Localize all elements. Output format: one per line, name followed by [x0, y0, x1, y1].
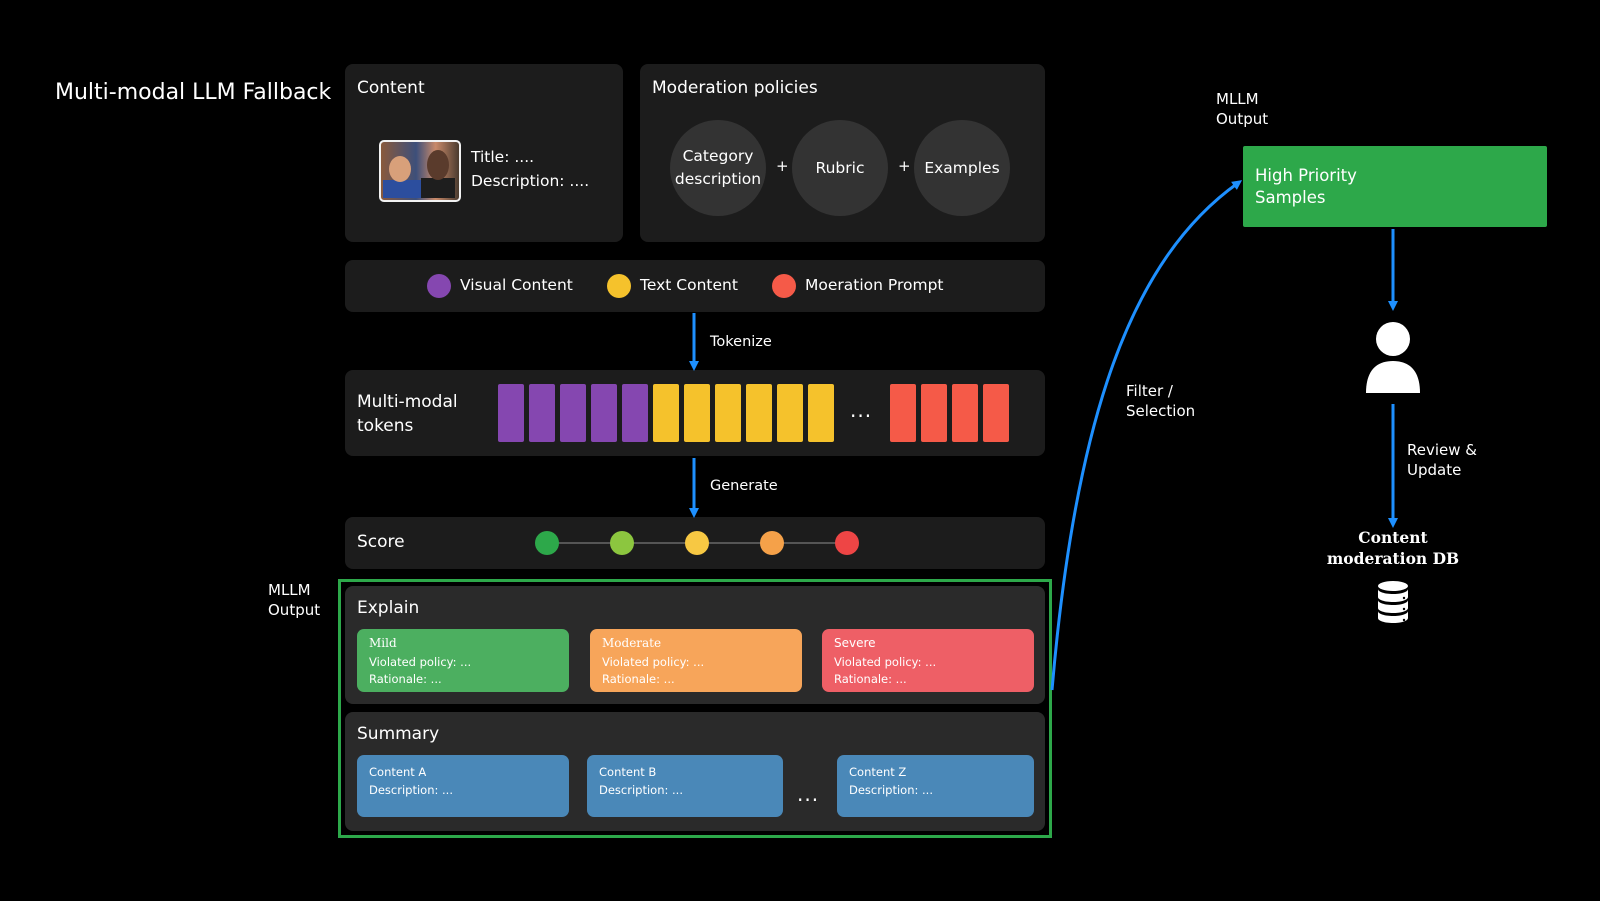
- content-panel: Content Title: .... Description: ....: [345, 64, 623, 242]
- explain-card-moderate: Moderate Violated policy: ... Rationale:…: [590, 629, 802, 692]
- token-prompt: [952, 384, 978, 442]
- policy-category-description: Category description: [670, 120, 766, 216]
- plus-sign: +: [898, 157, 911, 175]
- tokens-panel: Multi-modal tokens ...: [345, 370, 1045, 456]
- token-visual: [529, 384, 555, 442]
- video-thumbnail: [379, 140, 461, 202]
- token-prompt: [921, 384, 947, 442]
- legend-dot-visual: [427, 274, 451, 298]
- score-dot: [760, 531, 784, 555]
- database-icon: [1378, 581, 1408, 623]
- score-dot: [835, 531, 859, 555]
- high-priority-label: High Priority Samples: [1255, 166, 1357, 207]
- content-moderation-db-title: Content moderation DB: [1326, 528, 1460, 568]
- mllm-output-label: MLLM Output: [268, 581, 321, 619]
- summary-title: Summary: [357, 724, 440, 744]
- token-text: [746, 384, 772, 442]
- generate-label: Generate: [710, 478, 778, 494]
- user-icon: [1366, 322, 1420, 393]
- score-dot: [685, 531, 709, 555]
- summary-ellipsis: ...: [797, 782, 820, 806]
- content-meta-description: Description: ....: [471, 172, 590, 190]
- high-priority-samples-box: High Priority Samples: [1243, 146, 1547, 227]
- summary-card-z: Content Z Description: ...: [837, 755, 1034, 817]
- page-title: Multi-modal LLM Fallback: [55, 80, 332, 105]
- filter-selection-arrow: [1050, 180, 1243, 691]
- legend-panel: Visual Content Text Content Moeration Pr…: [345, 260, 1045, 312]
- content-panel-title: Content: [357, 78, 425, 98]
- legend-label-text: Text Content: [640, 276, 738, 294]
- explain-card-severe: Severe Violated policy: ... Rationale: .…: [822, 629, 1034, 692]
- plus-sign: +: [776, 157, 789, 175]
- token-strip: [345, 370, 1045, 456]
- token-prompt: [890, 384, 916, 442]
- review-update-label: Review & Update: [1407, 441, 1477, 479]
- token-visual: [622, 384, 648, 442]
- policies-panel-title: Moderation policies: [652, 78, 818, 98]
- token-prompt: [983, 384, 1009, 442]
- tokenize-label: Tokenize: [710, 334, 772, 350]
- moderation-policies-panel: Moderation policies Category description…: [640, 64, 1045, 242]
- token-text: [715, 384, 741, 442]
- token-text: [684, 384, 710, 442]
- token-text: [777, 384, 803, 442]
- score-dot: [610, 531, 634, 555]
- legend-label-visual: Visual Content: [460, 276, 573, 294]
- summary-card-a: Content A Description: ...: [357, 755, 569, 817]
- explain-title: Explain: [357, 598, 420, 618]
- filter-selection-label: Filter / Selection: [1126, 382, 1196, 420]
- explain-card-mild: Mild Violated policy: ... Rationale: ...: [357, 629, 569, 692]
- token-visual: [591, 384, 617, 442]
- score-dot: [535, 531, 559, 555]
- summary-card-b: Content B Description: ...: [587, 755, 783, 817]
- mllm-output-box: [338, 579, 1052, 838]
- right-mllm-output-label: MLLM Output: [1216, 90, 1269, 128]
- score-label: Score: [357, 532, 405, 552]
- token-text: [653, 384, 679, 442]
- policy-examples: Examples: [914, 120, 1010, 216]
- legend-dot-prompt: [772, 274, 796, 298]
- token-visual: [560, 384, 586, 442]
- summary-panel: Summary Content A Description: ... Conte…: [345, 712, 1045, 831]
- policy-rubric: Rubric: [792, 120, 888, 216]
- explain-panel: Explain Mild Violated policy: ... Ration…: [345, 586, 1045, 704]
- legend-dot-text: [607, 274, 631, 298]
- score-scale: [345, 517, 1045, 569]
- score-panel: Score: [345, 517, 1045, 569]
- tokens-ellipsis: ...: [850, 398, 873, 422]
- token-text: [808, 384, 834, 442]
- legend-label-prompt: Moeration Prompt: [805, 276, 944, 294]
- tokens-label: Multi-modal tokens: [357, 392, 458, 436]
- token-visual: [498, 384, 524, 442]
- content-meta-title: Title: ....: [471, 148, 535, 166]
